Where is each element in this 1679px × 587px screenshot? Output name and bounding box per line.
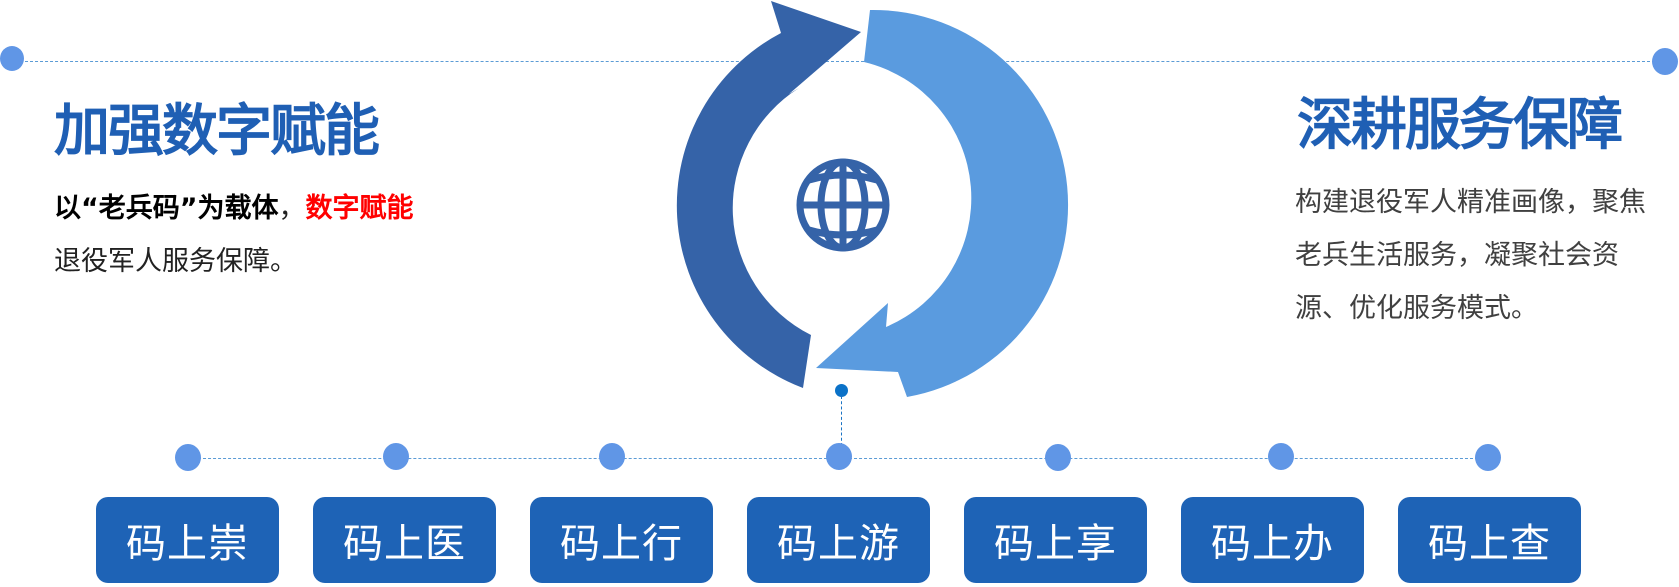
center-vertical-connector xyxy=(841,396,842,446)
right-paragraph: 构建退役军人精准画像，聚焦老兵生活服务，凝聚社会资源、优化服务模式。 xyxy=(1295,187,1646,324)
button-code-yi[interactable]: 码上医 xyxy=(313,497,496,583)
left-heading: 加强数字赋能 xyxy=(54,99,380,164)
left-paragraph-highlight: 数字赋能 xyxy=(305,193,414,224)
left-paragraph-comma: ， xyxy=(278,193,306,224)
button-code-ban[interactable]: 码上办 xyxy=(1181,497,1364,583)
left-paragraph: 以“老兵码”为载体，数字赋能退役军人服务保障。 xyxy=(54,182,414,288)
connector-dot-4 xyxy=(826,443,852,470)
center-connector-dot xyxy=(835,384,848,397)
left-paragraph-rest: 退役军人服务保障。 xyxy=(54,246,297,277)
button-code-cha[interactable]: 码上查 xyxy=(1398,497,1581,583)
right-heading: 深耕服务保障 xyxy=(1297,93,1623,158)
globe-icon xyxy=(796,158,890,252)
light-cycle-arrow xyxy=(816,9,1069,397)
connector-dot-6 xyxy=(1268,443,1294,470)
top-connector-line xyxy=(20,61,1660,62)
connector-dot-1 xyxy=(175,444,201,471)
top-left-dot xyxy=(0,46,24,71)
connector-dot-3 xyxy=(599,443,625,470)
top-right-dot xyxy=(1652,48,1678,75)
connector-dot-2 xyxy=(383,443,409,470)
connector-dot-5 xyxy=(1045,444,1071,471)
button-code-you[interactable]: 码上游 xyxy=(747,497,930,583)
left-paragraph-part1: 以“老兵码”为载体 xyxy=(54,193,279,224)
button-code-chong[interactable]: 码上崇 xyxy=(96,497,279,583)
button-code-xing[interactable]: 码上行 xyxy=(530,497,713,583)
dark-cycle-arrow xyxy=(676,1,861,388)
connector-dot-7 xyxy=(1475,444,1501,471)
button-code-xiang[interactable]: 码上享 xyxy=(964,497,1147,583)
